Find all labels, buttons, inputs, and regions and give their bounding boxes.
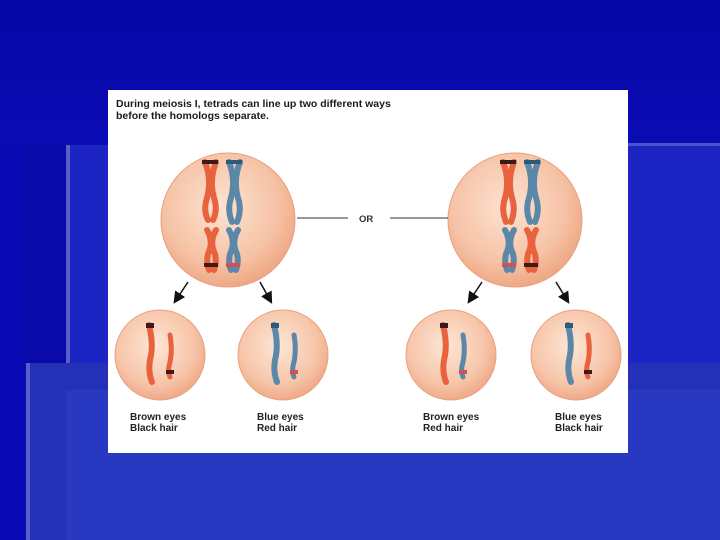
outcome-label-1: Brown eyes Black hair [130,412,186,434]
parent-cell-left [160,152,296,288]
daughter-cell-1 [114,309,206,401]
or-label: OR [359,214,374,225]
meiosis-diagram [114,152,622,401]
outcome-3-trait-2: Red hair [423,423,464,434]
slide-decor-edge-lower [26,363,30,540]
outcome-1-trait-1: Brown eyes [130,412,187,423]
arrow-1 [173,281,189,304]
slide-background-left [0,145,26,540]
arrow-2 [259,281,273,304]
figure-caption: During meiosis I, tetrads can line up tw… [116,98,391,122]
outcome-2-trait-1: Blue eyes [257,412,304,423]
outcome-4-trait-1: Blue eyes [555,412,602,423]
arrow-3 [467,281,483,304]
outcome-1-trait-2: Black hair [130,423,178,434]
parent-cell-right [447,152,583,288]
daughter-cell-2 [237,309,329,401]
arrow-4 [555,281,570,304]
outcome-label-3: Brown eyes Red hair [423,412,479,434]
slide-decor-edge [66,145,70,363]
meiosis-figure: During meiosis I, tetrads can line up tw… [108,90,628,453]
slide-decor-line [628,143,720,146]
outcome-label-4: Blue eyes Black hair [555,412,603,434]
outcome-label-2: Blue eyes Red hair [257,412,304,434]
outcome-3-trait-1: Brown eyes [423,412,480,423]
daughter-cell-3 [405,309,497,401]
daughter-cell-4 [530,309,622,401]
outcome-2-trait-2: Red hair [257,423,298,434]
outcome-4-trait-2: Black hair [555,423,603,434]
